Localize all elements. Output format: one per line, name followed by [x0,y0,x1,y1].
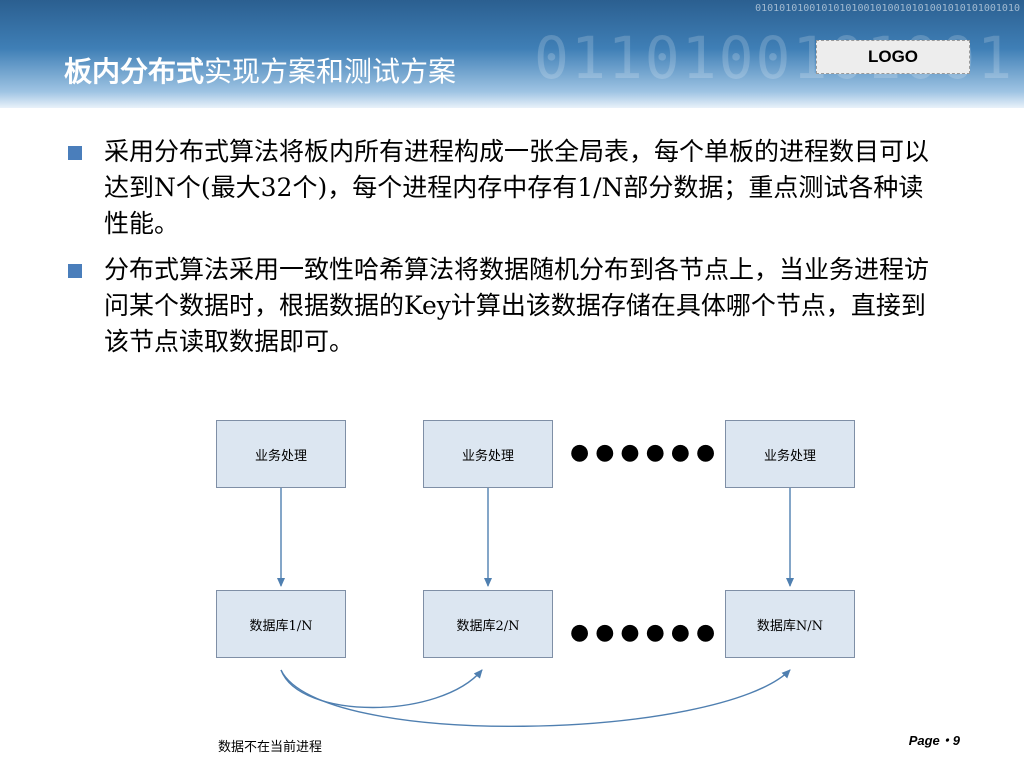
slide-title: 板内分布式实现方案和测试方案 [64,50,456,90]
business-process-box-2: 业务处理 [423,420,553,488]
curved-arrow-to-dbN [280,669,791,728]
title-bold-part: 板内分布式 [64,55,205,88]
logo-placeholder: LOGO [816,40,970,74]
slide-header: 0101010100101010100101001010100101010100… [0,0,1024,108]
bullet-text: 分布式算法采用一致性哈希算法将数据随机分布到各节点上，当业务进程访问某个数据时，… [104,255,930,356]
binary-strip: 0101010100101010100101001010100101010100… [755,3,1020,14]
database-box-1: 数据库1/N [216,590,346,658]
diagram-caption: 数据不在当前进程 [218,740,323,755]
ellipsis-dots-bottom: ●●●●●● [570,620,722,645]
database-box-2: 数据库2/N [423,590,553,658]
square-bullet-icon [68,146,82,160]
ellipsis-dots-top: ●●●●●● [570,440,722,465]
bullet-text: 采用分布式算法将板内所有进程构成一张全局表，每个单板的进程数目可以达到N个(最大… [104,137,930,238]
bullet-item: 采用分布式算法将板内所有进程构成一张全局表，每个单板的进程数目可以达到N个(最大… [66,134,946,242]
curved-arrow-to-db2 [280,669,483,709]
page-number: Page・9 [908,733,960,748]
square-bullet-icon [68,264,82,278]
business-process-box-n: 业务处理 [725,420,855,488]
business-process-box-1: 业务处理 [216,420,346,488]
bullet-list: 采用分布式算法将板内所有进程构成一张全局表，每个单板的进程数目可以达到N个(最大… [66,134,946,360]
title-rest-part: 实现方案和测试方案 [204,55,457,88]
database-box-n: 数据库N/N [725,590,855,658]
bullet-item: 分布式算法采用一致性哈希算法将数据随机分布到各节点上，当业务进程访问某个数据时，… [66,252,946,360]
